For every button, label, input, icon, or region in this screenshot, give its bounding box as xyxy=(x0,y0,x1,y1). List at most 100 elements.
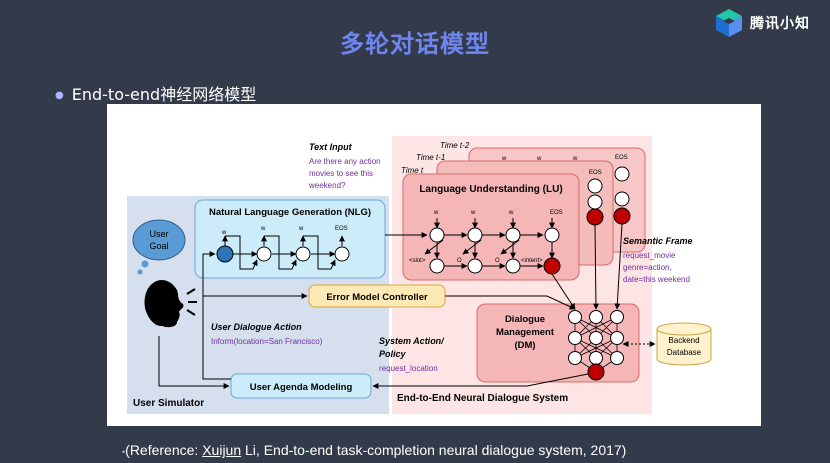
dm-node xyxy=(589,310,603,324)
nlg-token-2: w xyxy=(260,226,266,232)
lu-output-o-1: O xyxy=(457,258,462,264)
dm-node xyxy=(568,331,582,345)
back-token-2: w xyxy=(536,156,542,162)
dm-title-line-1: Dialogue xyxy=(505,314,545,325)
dm-node xyxy=(610,331,624,345)
user-dialogue-action-value: Inform(location=San Francisco) xyxy=(211,337,323,346)
lu-box xyxy=(402,173,580,281)
lu-token-eos: EOS xyxy=(550,210,563,216)
dm-node xyxy=(610,351,624,365)
back-token-eos-2: EOS xyxy=(589,170,602,176)
e2e-system-label: End-to-End Neural Dialogue System xyxy=(397,393,568,404)
back-red-node xyxy=(586,208,604,226)
dm-title-line-2: Management xyxy=(496,327,555,338)
back-token-3: w xyxy=(572,156,578,162)
dm-node xyxy=(610,310,624,324)
error-to-dm-arrow xyxy=(445,295,576,310)
time-label-t: Time t xyxy=(401,166,424,175)
brand-name: 腾讯小知 xyxy=(750,16,810,32)
lu-node xyxy=(505,227,521,243)
architecture-diagram: Time t-2 Time t-1 Time t w w w EOS EOS L… xyxy=(127,136,712,414)
lu-t-1-to-dm-arrow xyxy=(592,224,599,310)
cube-logo-icon xyxy=(716,9,742,37)
back-node xyxy=(587,178,603,194)
nlg-token-1: w xyxy=(221,230,227,236)
lu-title: Language Understanding (LU) xyxy=(419,184,562,195)
bullet-text: End-to-end神经网络模型 xyxy=(71,85,257,104)
reference-note: •(Reference: Xuijun Li, End-to-end task-… xyxy=(122,442,626,458)
reference-dot-icon: • xyxy=(122,447,126,457)
user-head-icon xyxy=(144,279,184,328)
architecture-figure: Time t-2 Time t-1 Time t w w w EOS EOS L… xyxy=(107,104,761,426)
system-action-title-2: Policy xyxy=(379,349,407,359)
user-goal-line-1: User xyxy=(149,229,168,239)
user-goal-cloud-icon xyxy=(132,219,186,275)
reference-author: Xuijun xyxy=(202,442,242,458)
backend-line-2: Database xyxy=(667,348,702,357)
bullet-item: ● End-to-end神经网络模型 xyxy=(55,81,256,105)
lu-token-2: w xyxy=(470,210,476,216)
backend-database-icon xyxy=(656,322,712,366)
lu-node xyxy=(544,227,560,243)
time-label-t-minus-1: Time t-1 xyxy=(416,153,445,162)
nlg-token-eos: EOS xyxy=(335,226,348,232)
text-input-line-2: movies to see this xyxy=(309,169,373,178)
dm-node xyxy=(589,331,603,345)
back-token-1: w xyxy=(501,156,507,162)
nlg-node xyxy=(295,246,311,262)
lu-node xyxy=(467,227,483,243)
dm-node xyxy=(568,310,582,324)
agenda-to-nlg-arrow xyxy=(202,251,231,380)
dm-to-agenda-arrow xyxy=(372,373,589,389)
lu-output-intent: <intent> xyxy=(521,258,543,264)
lu-to-dm-arrow xyxy=(551,273,576,310)
user-dialogue-action-title: User Dialogue Action xyxy=(211,322,302,332)
time-label-t-minus-2: Time t-2 xyxy=(440,141,470,150)
nlg-node xyxy=(256,246,272,262)
back-node xyxy=(614,191,630,207)
slide-title: 多轮对话模型 xyxy=(340,30,490,58)
error-model-label: Error Model Controller xyxy=(326,292,428,303)
sim-to-agenda-arrow xyxy=(158,336,230,389)
speech-lines-icon xyxy=(186,288,197,316)
reference-prefix: (Reference: xyxy=(125,442,203,458)
reference-rest: Li, End-to-end task-completion neural di… xyxy=(241,442,627,458)
back-red-node xyxy=(613,207,631,225)
lu-t-2-to-dm-arrow xyxy=(614,223,623,310)
dm-title-line-3: (DM) xyxy=(514,340,535,351)
nlg-start-node xyxy=(216,245,234,263)
lu-node xyxy=(429,227,445,243)
semantic-frame-title: Semantic Frame xyxy=(623,236,693,246)
lu-token-1: w xyxy=(433,210,439,216)
dm-node xyxy=(568,351,582,365)
semantic-frame-line-1: request_movie xyxy=(623,251,676,260)
text-input-line-1: Are there any action xyxy=(309,157,381,166)
system-action-value: request_location xyxy=(379,364,438,373)
lu-node xyxy=(467,258,483,274)
lu-token-3: w xyxy=(508,210,514,216)
agenda-box xyxy=(230,373,372,399)
text-input-line-3: weekend? xyxy=(308,181,346,190)
nlg-node xyxy=(334,246,350,262)
user-simulator-label: User Simulator xyxy=(133,398,204,409)
lu-node xyxy=(429,258,445,274)
text-input-title: Text Input xyxy=(309,142,353,152)
system-action-title-1: System Action/ xyxy=(379,336,445,346)
agenda-label: User Agenda Modeling xyxy=(250,382,353,393)
lu-node xyxy=(505,258,521,274)
dm-output-node xyxy=(587,363,605,381)
backend-line-1: Backend xyxy=(668,336,699,345)
lu-output-slot: <slot> xyxy=(409,258,426,264)
lu-intent-node xyxy=(543,257,561,275)
semantic-frame-line-3: date=this weekend xyxy=(623,275,690,284)
nlg-title: Natural Language Generation (NLG) xyxy=(209,207,371,218)
brand-logo: 腾讯小知 xyxy=(714,8,810,38)
semantic-frame-line-2: genre=action, xyxy=(623,263,672,272)
nlg-token-3: w xyxy=(298,226,304,232)
back-token-eos-1: EOS xyxy=(615,155,628,161)
bullet-dot-icon: ● xyxy=(55,90,64,101)
dm-node xyxy=(589,351,603,365)
user-goal-line-2: Goal xyxy=(149,241,168,251)
lu-output-o-2: O xyxy=(495,258,500,264)
back-node xyxy=(587,194,603,210)
